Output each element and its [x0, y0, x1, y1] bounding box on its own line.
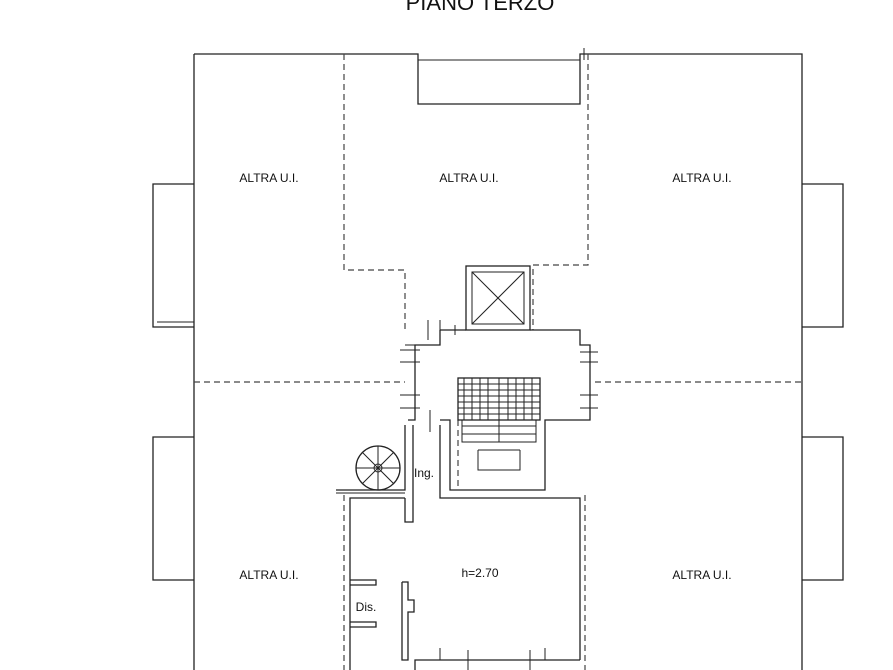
balcony-left-bottom	[152, 436, 194, 581]
label-unit-top-right: ALTRA U.I.	[672, 171, 731, 185]
spiral-staircase	[355, 445, 401, 491]
stairwell-walls	[400, 320, 598, 491]
balcony-left-top	[152, 183, 194, 328]
label-unit-top-left: ALTRA U.I.	[239, 171, 298, 185]
label-unit-bottom-right: ALTRA U.I.	[672, 568, 731, 582]
elevator-shaft	[465, 265, 531, 331]
balcony-right-bottom	[802, 436, 844, 581]
apartment-walls	[349, 497, 581, 670]
label-closet: Dis.	[356, 600, 377, 614]
label-entrance: Ing.	[414, 466, 434, 480]
main-staircase	[457, 377, 541, 471]
plan-title: PIANO TERZO	[406, 0, 555, 15]
label-ceiling-height: h=2.70	[461, 566, 498, 580]
balcony-right-top	[802, 183, 844, 328]
label-unit-bottom-left: ALTRA U.I.	[239, 568, 298, 582]
unit-boundaries	[194, 54, 802, 670]
outer-walls	[193, 48, 803, 670]
entrance-corridor	[336, 425, 450, 523]
label-unit-top-center: ALTRA U.I.	[439, 171, 498, 185]
